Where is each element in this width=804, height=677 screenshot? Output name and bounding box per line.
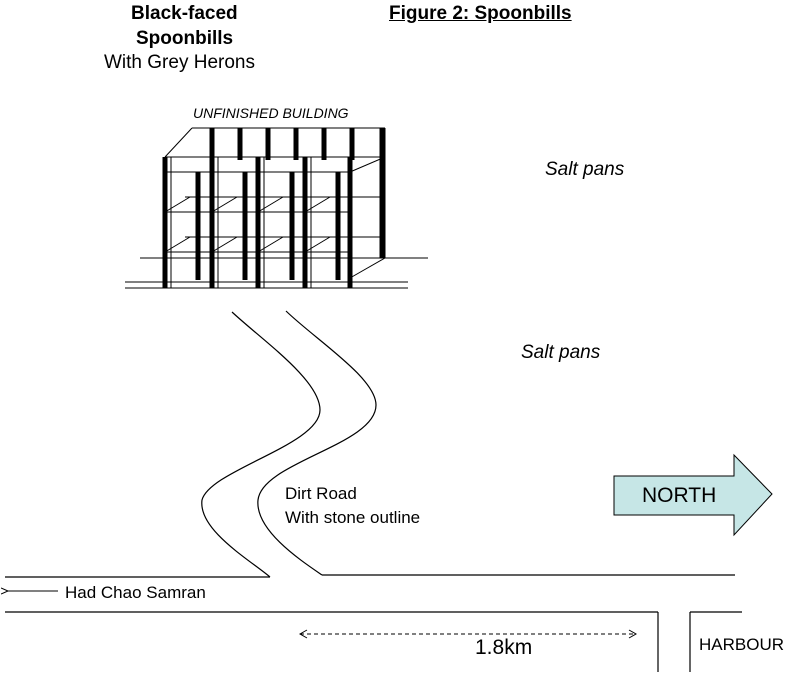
distance-label: 1.8km xyxy=(475,636,533,659)
dirt-road-label-line2: With stone outline xyxy=(285,508,421,527)
subject-title-line1: Black-faced xyxy=(131,3,238,24)
salt-pans-upper-label: Salt pans xyxy=(545,159,625,180)
building-label: UNFINISHED BUILDING xyxy=(193,105,349,121)
distance-marker xyxy=(298,629,638,639)
dirt-road-right-edge xyxy=(257,310,377,576)
subject-title-line2: Spoonbills xyxy=(136,28,234,49)
north-arrow xyxy=(613,453,773,537)
salt-pans-lower-label: Salt pans xyxy=(521,342,601,363)
dirt-road-label-line1: Dirt Road xyxy=(285,484,357,503)
dirt-road-left-edge xyxy=(201,311,321,578)
unfinished-building xyxy=(125,127,428,289)
north-label: NORTH xyxy=(642,484,717,507)
had-chao-samran-label: Had Chao Samran xyxy=(65,583,206,602)
subject-title-line3: With Grey Herons xyxy=(104,52,255,73)
harbour-label: HARBOUR xyxy=(699,635,785,654)
figure-title: Figure 2: Spoonbills xyxy=(389,3,572,24)
